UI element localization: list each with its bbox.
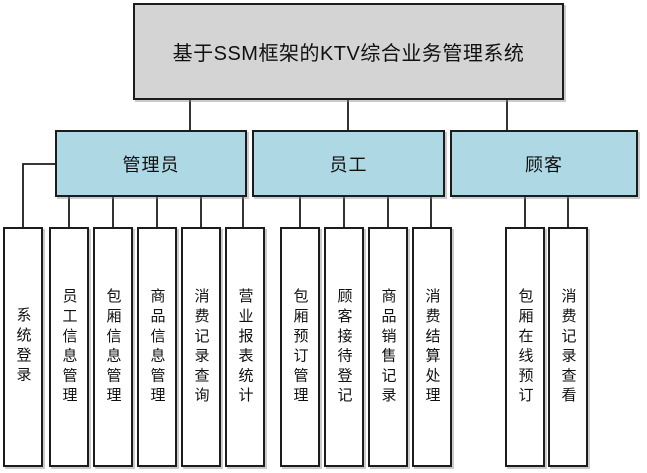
branch-node-staff: 员工 [252, 130, 445, 197]
leaf-label: 商品销售记录 [379, 287, 397, 407]
leaf-label: 消费结算处理 [423, 287, 441, 407]
root-node-system-title: 基于SSM框架的KTV综合业务管理系统 [133, 3, 564, 100]
leaf-node-room-online-booking: 包厢在线预订 [505, 227, 545, 467]
leaf-node-room-info-mgmt: 包厢信息管理 [93, 227, 133, 467]
leaf-node-room-booking-mgmt: 包厢预订管理 [280, 227, 320, 467]
leaf-label: 消费记录查看 [559, 287, 577, 407]
leaf-label: 包厢在线预订 [516, 287, 534, 407]
branch-staff-label: 员工 [329, 154, 368, 175]
leaf-label: 消费记录查询 [192, 287, 210, 407]
branch-admin-label: 管理员 [122, 154, 180, 175]
leaf-label: 顾客接待登记 [335, 287, 353, 407]
leaf-label: 包厢信息管理 [104, 287, 122, 407]
branch-customer-label: 顾客 [525, 154, 563, 175]
leaf-node-business-report-stats: 营业报表统计 [225, 227, 265, 467]
leaf-node-product-info-mgmt: 商品信息管理 [137, 227, 177, 467]
branch-node-admin: 管理员 [55, 130, 247, 197]
leaf-label: 员工信息管理 [60, 287, 78, 407]
leaf-node-consumption-settlement: 消费结算处理 [412, 227, 452, 467]
leaf-node-consumption-record-query: 消费记录查询 [181, 227, 221, 467]
leaf-node-staff-info-mgmt: 员工信息管理 [49, 227, 89, 467]
leaf-label: 系统登录 [14, 307, 32, 387]
leaf-label: 包厢预订管理 [291, 287, 309, 407]
leaf-label: 商品信息管理 [148, 287, 166, 407]
leaf-node-consumption-record-view: 消费记录查看 [548, 227, 588, 467]
leaf-node-system-login: 系统登录 [3, 227, 43, 467]
leaf-node-product-sales-record: 商品销售记录 [368, 227, 408, 467]
root-node-label: 基于SSM框架的KTV综合业务管理系统 [172, 43, 525, 65]
leaf-node-customer-reception-register: 顾客接待登记 [324, 227, 364, 467]
leaf-label: 营业报表统计 [236, 287, 254, 407]
branch-node-customer: 顾客 [450, 130, 638, 197]
